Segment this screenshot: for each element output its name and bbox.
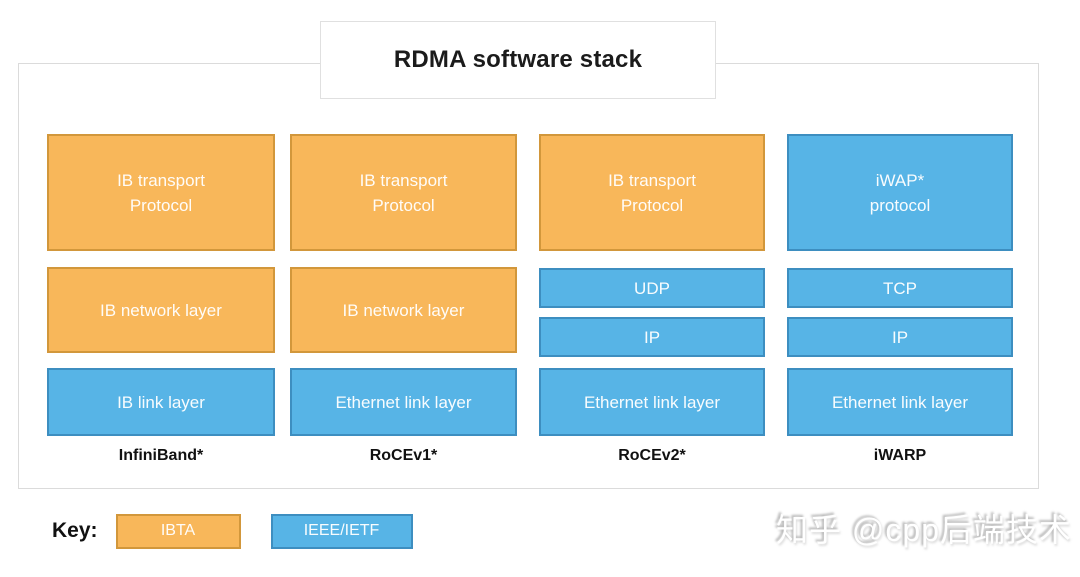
rocev2-udp-box: UDP bbox=[539, 268, 765, 308]
iwarp-ip-label: IP bbox=[891, 327, 909, 347]
rocev2-link-box: Ethernet link layer bbox=[539, 368, 765, 436]
iwarp-link-label: Ethernet link layer bbox=[831, 392, 969, 412]
legend-ieee-label: IEEE/IETF bbox=[303, 522, 380, 539]
iwarp-protocol-label: iWAP* protocol bbox=[869, 170, 931, 215]
column-label-iwarp: iWARP bbox=[873, 447, 927, 464]
rocev1-transport-label: IB transport Protocol bbox=[359, 170, 448, 215]
infiniband-transport-label: IB transport Protocol bbox=[117, 170, 205, 215]
watermark: 知乎 @cpp后端技术 bbox=[776, 512, 1072, 548]
infiniband-transport-box: IB transport Protocol bbox=[47, 134, 275, 251]
rocev2-udp-label: UDP bbox=[634, 278, 670, 298]
infiniband-network-label: IB network layer bbox=[100, 300, 222, 320]
column-label-rocev2: RoCEv2* bbox=[618, 447, 686, 464]
rocev2-ip-label: IP bbox=[643, 327, 661, 347]
rocev2-transport-label: IB transport Protocol bbox=[608, 170, 696, 215]
rocev1-link-box: Ethernet link layer bbox=[290, 368, 517, 436]
iwarp-tcp-label: TCP bbox=[883, 278, 917, 298]
legend-ieee-swatch: IEEE/IETF bbox=[270, 513, 413, 549]
column-label-infiniband: InfiniBand* bbox=[118, 447, 204, 464]
rocev2-link-label: Ethernet link layer bbox=[583, 392, 721, 412]
rocev1-network-box: IB network layer bbox=[290, 267, 517, 353]
legend-ibta-swatch: IBTA bbox=[115, 513, 241, 549]
legend: Key: IBTA IEEE/IETF bbox=[52, 508, 413, 554]
iwarp-protocol-box: iWAP* protocol bbox=[787, 134, 1013, 251]
diagram-title-box: RDMA software stack bbox=[320, 21, 716, 99]
rocev1-link-label: Ethernet link layer bbox=[335, 392, 472, 412]
iwarp-ip-box: IP bbox=[787, 317, 1013, 357]
iwarp-link-box: Ethernet link layer bbox=[787, 368, 1013, 436]
legend-ibta-label: IBTA bbox=[160, 522, 196, 539]
rocev2-transport-box: IB transport Protocol bbox=[539, 134, 765, 251]
column-label-rocev1: RoCEv1* bbox=[369, 447, 438, 464]
infiniband-link-label: IB link layer bbox=[117, 392, 205, 412]
iwarp-tcp-box: TCP bbox=[787, 268, 1013, 308]
infiniband-network-box: IB network layer bbox=[47, 267, 275, 353]
rocev2-ip-box: IP bbox=[539, 317, 765, 357]
rocev1-network-label: IB network layer bbox=[342, 300, 465, 320]
legend-label: Key: bbox=[52, 519, 98, 542]
diagram-title: RDMA software stack bbox=[393, 46, 643, 73]
infiniband-link-box: IB link layer bbox=[47, 368, 275, 436]
rocev1-transport-box: IB transport Protocol bbox=[290, 134, 517, 251]
